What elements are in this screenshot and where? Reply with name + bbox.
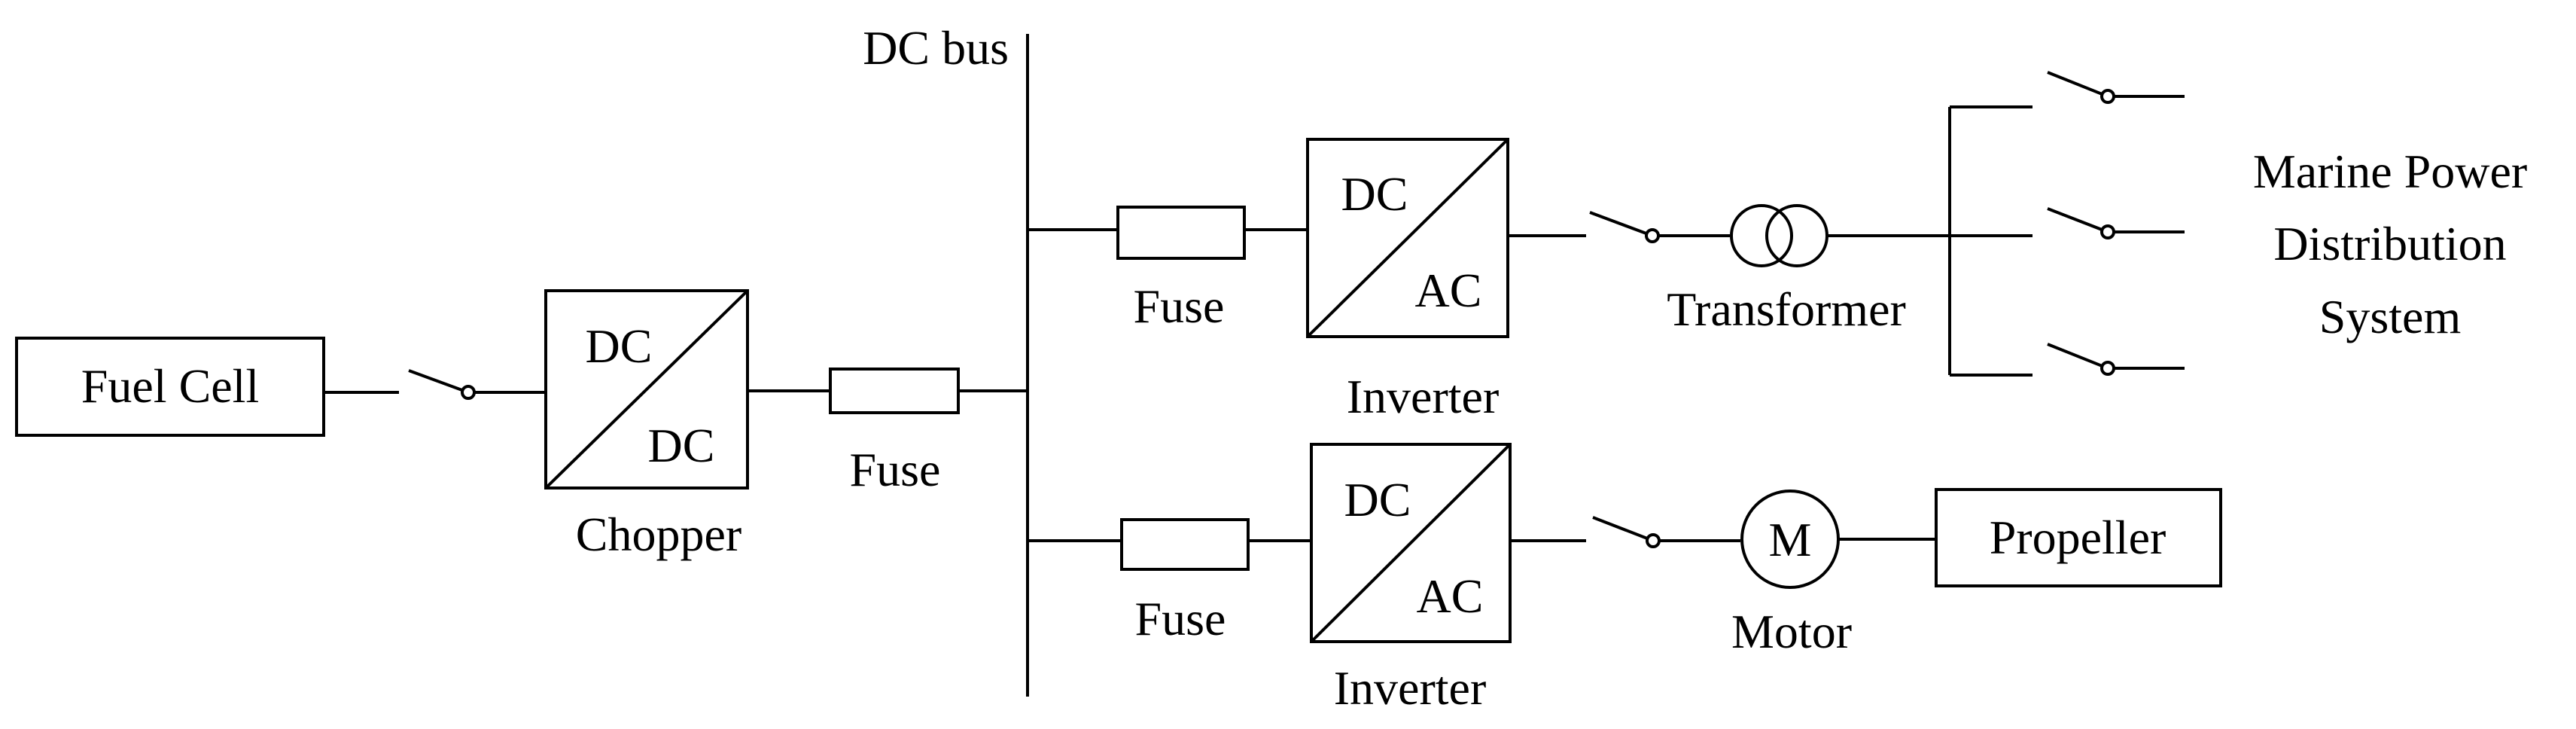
distribution-label-line1: Marine Power	[2253, 145, 2527, 198]
distribution-label-line3: System	[2319, 290, 2461, 343]
distribution-busbar	[1948, 105, 2032, 377]
upper-fuse	[1116, 206, 1246, 260]
chopper-caption: Chopper	[576, 508, 741, 561]
chopper-fuse-label: Fuse	[850, 443, 941, 496]
motor-caption: Motor	[1731, 605, 1852, 658]
feeder-switch-1	[2047, 71, 2185, 104]
fuel-cell-switch	[324, 369, 546, 400]
transformer-symbol	[1730, 204, 1828, 267]
fuel-cell-label: Fuel Cell	[81, 359, 259, 413]
fuel-cell-box	[15, 337, 325, 437]
dc-bus-label: DC bus	[863, 21, 1009, 75]
lower-switch	[1510, 516, 1740, 548]
lower-inverter-caption: Inverter	[1334, 661, 1487, 715]
upper-switch	[1508, 211, 1730, 243]
distribution-label-line2: Distribution	[2273, 217, 2506, 270]
feeder-switch-3	[2047, 343, 2185, 376]
chopper-fuse	[829, 368, 960, 414]
lower-fuse-label: Fuse	[1135, 592, 1226, 645]
transformer-label: Transformer	[1667, 282, 1906, 336]
feeder-switch-2	[2047, 207, 2185, 239]
lower-inverter-input-label: DC	[1344, 473, 1411, 526]
chopper-input-label: DC	[586, 319, 653, 373]
chopper-block	[544, 289, 749, 490]
upper-inverter-output-label: AC	[1415, 264, 1482, 317]
propeller-label: Propeller	[1990, 511, 2166, 564]
motor-symbol-label: M	[1769, 513, 1812, 566]
upper-inverter-input-label: DC	[1341, 167, 1408, 221]
lower-inverter-block	[1310, 443, 1512, 643]
upper-inverter-caption: Inverter	[1347, 370, 1500, 423]
propeller-box	[1935, 488, 2222, 587]
upper-inverter-block	[1306, 138, 1509, 338]
upper-fuse-label: Fuse	[1134, 279, 1225, 333]
chopper-output-label: DC	[648, 419, 715, 472]
lower-inverter-output-label: AC	[1417, 569, 1484, 623]
lower-fuse	[1120, 518, 1250, 571]
